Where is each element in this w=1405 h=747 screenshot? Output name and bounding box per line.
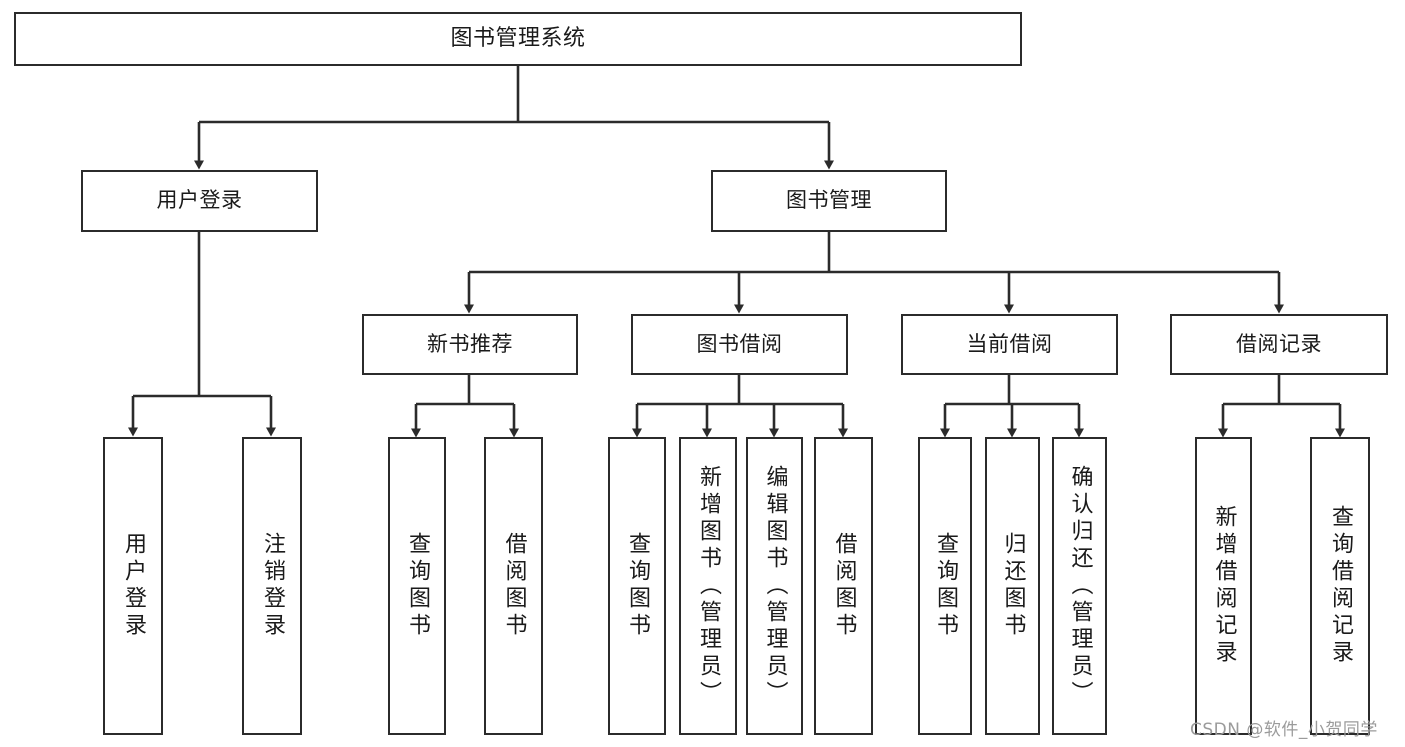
- node-label: 借阅图书: [501, 532, 527, 640]
- node-label: 图书管理系统: [450, 25, 586, 51]
- leaf-logout[interactable]: 注销登录: [242, 437, 302, 735]
- node-book-management[interactable]: 图书管理: [711, 170, 947, 232]
- node-label: 用户登录: [121, 532, 146, 640]
- node-label: 查询图书: [405, 532, 430, 640]
- node-label: 当前借阅: [966, 331, 1053, 356]
- node-book-borrowing[interactable]: 图书借阅: [631, 314, 848, 375]
- node-label: 图书管理: [786, 188, 872, 213]
- leaf-query-borrow-record[interactable]: 查询借阅记录: [1310, 437, 1370, 735]
- node-label: 用户登录: [156, 188, 243, 213]
- leaf-query-book-borrow[interactable]: 查询图书: [608, 437, 666, 735]
- node-label: 注销登录: [260, 532, 285, 640]
- csdn-watermark: CSDN @软件_小贺同学: [1190, 720, 1378, 740]
- node-root-book-management-system[interactable]: 图书管理系统: [14, 12, 1022, 66]
- node-label: 归还图书: [1000, 532, 1026, 640]
- leaf-add-borrow-record[interactable]: 新增借阅记录: [1195, 437, 1252, 735]
- leaf-borrow-book[interactable]: 借阅图书: [814, 437, 873, 735]
- node-label: 借阅图书: [831, 532, 857, 640]
- leaf-return-book[interactable]: 归还图书: [985, 437, 1040, 735]
- node-label: 查询图书: [933, 532, 958, 640]
- node-label: 新书推荐: [427, 331, 513, 356]
- leaf-edit-book-admin[interactable]: 编辑图书（管理员）: [746, 437, 803, 735]
- node-user-login[interactable]: 用户登录: [81, 170, 318, 232]
- node-current-borrowing[interactable]: 当前借阅: [901, 314, 1118, 375]
- node-borrowing-record[interactable]: 借阅记录: [1170, 314, 1388, 375]
- node-label: 查询借阅记录: [1328, 505, 1353, 667]
- node-label: 确认归还（管理员）: [1067, 464, 1093, 708]
- leaf-query-book-current[interactable]: 查询图书: [918, 437, 972, 735]
- leaf-query-book-new[interactable]: 查询图书: [388, 437, 446, 735]
- node-label: 查询图书: [625, 532, 650, 640]
- node-label: 新增图书（管理员）: [696, 464, 721, 708]
- node-label: 借阅记录: [1236, 331, 1322, 356]
- node-label: 编辑图书（管理员）: [762, 464, 788, 708]
- leaf-confirm-return-admin[interactable]: 确认归还（管理员）: [1052, 437, 1107, 735]
- node-label: 图书借阅: [696, 331, 783, 356]
- leaf-user-login[interactable]: 用户登录: [103, 437, 163, 735]
- leaf-borrow-book-new[interactable]: 借阅图书: [484, 437, 543, 735]
- node-new-book-recommendation[interactable]: 新书推荐: [362, 314, 578, 375]
- leaf-add-book-admin[interactable]: 新增图书（管理员）: [679, 437, 737, 735]
- node-label: 新增借阅记录: [1211, 505, 1237, 667]
